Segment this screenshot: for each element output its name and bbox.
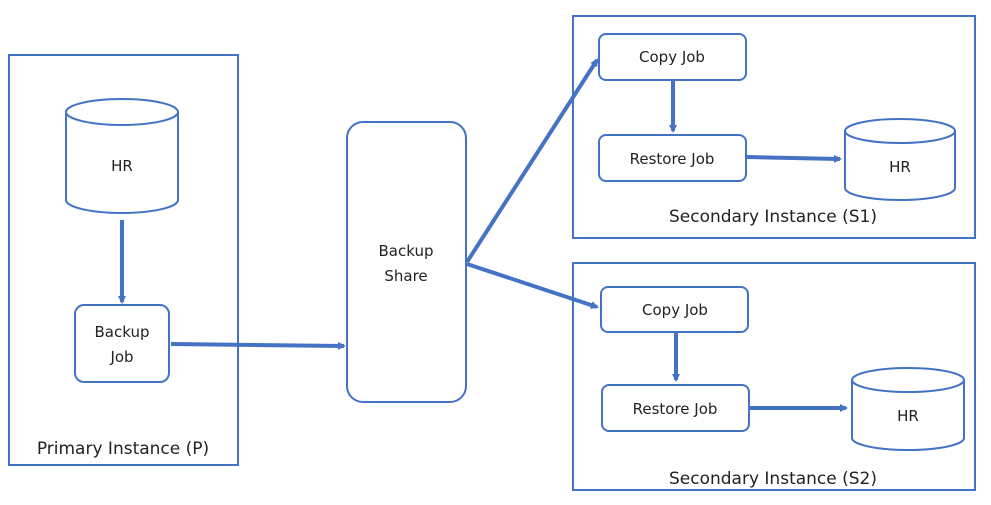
s2-copy-job-label: Copy Job — [642, 301, 708, 319]
arrow-share-to-s2-copy — [466, 262, 599, 309]
s2-copy-job-box: Copy Job — [600, 286, 749, 333]
backup-job-line2: Job — [109, 348, 133, 366]
arrow-s1-restore-to-hr — [746, 154, 842, 163]
s1-restore-job-label: Restore Job — [630, 150, 715, 168]
backup-share-box: Backup Share — [346, 121, 467, 403]
primary-instance-title: Primary Instance (P) — [37, 439, 209, 459]
s1-restore-job-box: Restore Job — [598, 134, 747, 182]
s1-instance-frame — [572, 15, 976, 239]
s2-restore-job-label: Restore Job — [633, 400, 718, 418]
backup-job-line1: Backup — [95, 323, 150, 341]
s2-restore-job-box: Restore Job — [601, 384, 750, 432]
backup-job-box: Backup Job — [74, 304, 170, 383]
backup-share-line2: Share — [384, 267, 427, 285]
arrow-backup-job-to-share — [170, 341, 346, 350]
s2-hr-label: HR — [897, 407, 919, 425]
primary-instance-frame — [8, 54, 239, 466]
primary-hr-database: HR — [65, 98, 179, 214]
backup-share-line1: Backup — [379, 242, 434, 260]
s2-instance-title: Secondary Instance (S2) — [669, 469, 877, 489]
s2-instance-frame — [572, 262, 976, 491]
s1-copy-job-box: Copy Job — [598, 33, 747, 81]
s1-copy-job-label: Copy Job — [639, 48, 705, 66]
s1-instance-title: Secondary Instance (S1) — [669, 207, 877, 227]
arrow-share-to-s1-copy — [465, 58, 599, 264]
s2-hr-database: HR — [851, 367, 965, 451]
s1-hr-label: HR — [889, 158, 911, 176]
primary-hr-label: HR — [111, 157, 133, 175]
s1-hr-database: HR — [844, 118, 956, 201]
